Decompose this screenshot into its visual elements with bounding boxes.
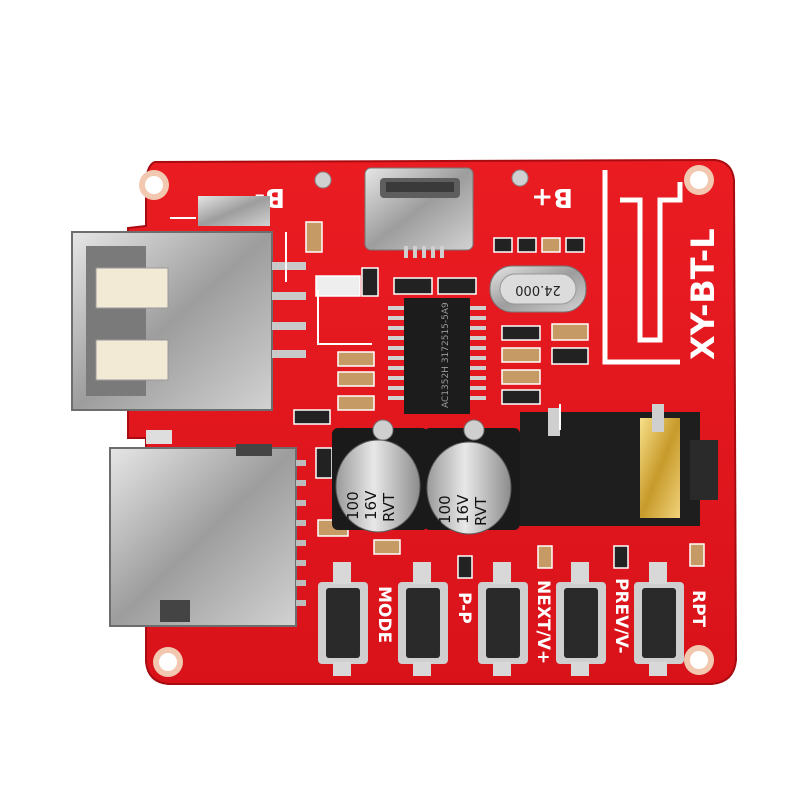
capacitor-2-line2: 16V <box>454 494 472 524</box>
button-mode-label: MODE <box>374 586 394 643</box>
capacitor-2-line1: 100 <box>436 495 454 524</box>
button-play-pause-label: P-P <box>454 592 474 624</box>
pcb-trace-antenna-icon <box>602 170 683 365</box>
capacitor-1-line3: RVT <box>380 492 398 522</box>
capacitor-1: 100 16V RVT <box>332 419 428 533</box>
battery-pads <box>314 169 529 189</box>
capacitor-2-line3: RVT <box>472 496 490 526</box>
tf-card-slot-icon <box>109 430 306 627</box>
smd-components <box>293 221 705 579</box>
chip-marking: AC1352H 3172515-5A9 <box>441 302 451 408</box>
button-prev-label: PREV/V- <box>611 578 631 654</box>
usb-a-port-icon <box>71 196 306 411</box>
button-prev[interactable] <box>556 562 606 676</box>
button-repeat-label: RPT <box>688 590 708 628</box>
micro-usb-port-icon <box>364 167 474 258</box>
silkscreen-lines <box>170 217 561 430</box>
pad-positive-label: B+ <box>531 182 573 212</box>
button-next-label: NEXT/V+ <box>533 580 553 664</box>
capacitor-1-line1: 100 <box>344 491 362 520</box>
button-next[interactable] <box>478 562 528 676</box>
crystal-marking: 24.000 <box>515 282 561 297</box>
button-repeat[interactable] <box>634 562 684 676</box>
capacitor-2: 100 16V RVT <box>424 419 520 535</box>
crystal-oscillator: 24.000 <box>489 265 587 313</box>
button-play-pause[interactable] <box>398 562 448 676</box>
button-mode[interactable] <box>318 562 368 676</box>
bluetooth-chip: AC1352H 3172515-5A9 <box>388 298 486 414</box>
model-label: XY-BT-L <box>684 228 722 360</box>
mounting-holes <box>139 165 714 677</box>
audio-jack-icon <box>520 404 718 526</box>
capacitor-1-line2: 16V <box>362 490 380 520</box>
